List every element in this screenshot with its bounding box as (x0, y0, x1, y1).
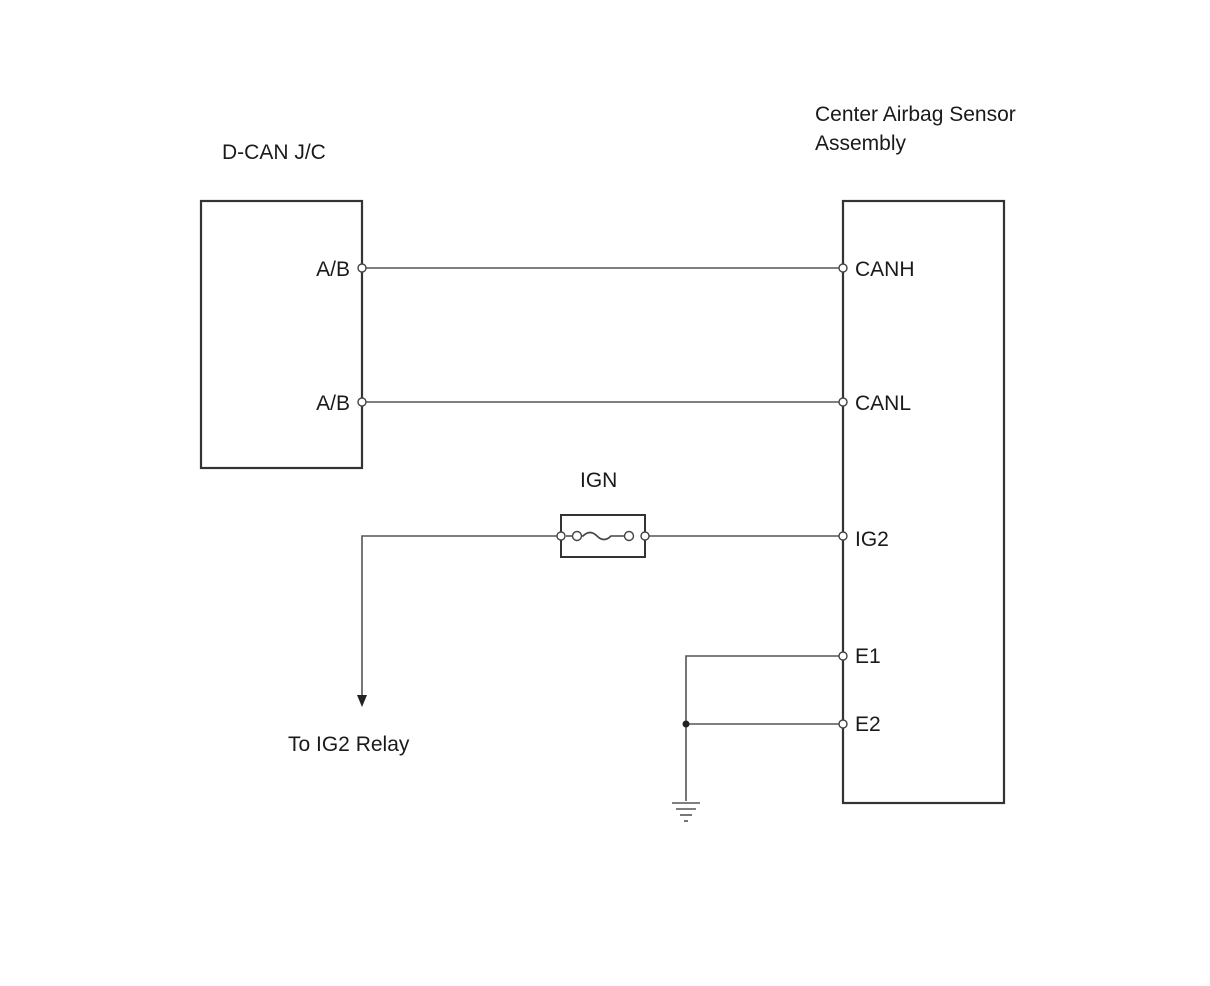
fuse-element-icon (566, 531, 624, 541)
pin-canh-icon (838, 263, 848, 273)
airbag-sensor-label-line1: Center Airbag Sensor (815, 103, 1016, 126)
pin-dcan-1-icon (357, 263, 367, 273)
dcan-jc-pin-label-1: A/B (316, 258, 350, 281)
pin-label-e1: E1 (855, 645, 881, 668)
arrow-down-icon (357, 695, 367, 707)
pin-label-ig2: IG2 (855, 528, 889, 551)
dcan-jc-box (199, 199, 364, 470)
airbag-sensor-label-line2: Assembly (815, 132, 907, 155)
fuse-terminal-icon (571, 530, 583, 542)
pin-label-canl: CANL (855, 392, 911, 415)
pin-label-e2: E2 (855, 713, 881, 736)
pin-label-canh: CANH (855, 258, 915, 281)
pin-ig2-icon (838, 531, 848, 541)
fuse-terminal-icon (556, 531, 566, 541)
ig2-relay-label: To IG2 Relay (288, 733, 410, 756)
airbag-sensor-box (841, 199, 1006, 805)
fuse-terminal-icon (623, 530, 635, 542)
airbag-sensor-component: Center Airbag Sensor Assembly CANH CANL … (815, 103, 1016, 805)
dcan-jc-component: D-CAN J/C A/B A/B (199, 141, 364, 470)
dcan-jc-label: D-CAN J/C (222, 141, 326, 164)
fuse-ign: IGN (556, 469, 650, 558)
connector-pins (357, 263, 848, 729)
ground-symbol-icon (672, 802, 700, 822)
pin-e2-icon (838, 719, 848, 729)
wire-ig2-relay (361, 535, 561, 695)
junction-dot-icon (682, 720, 690, 728)
ground-circuit (672, 655, 843, 822)
wire-e1-ground (685, 655, 843, 801)
fuse-label: IGN (580, 469, 617, 492)
pin-e1-icon (838, 651, 848, 661)
pin-canl-icon (838, 397, 848, 407)
dcan-jc-pin-label-2: A/B (316, 392, 350, 415)
ig2-circuit: To IG2 Relay (288, 535, 843, 756)
pin-dcan-2-icon (357, 397, 367, 407)
fuse-terminal-icon (640, 531, 650, 541)
